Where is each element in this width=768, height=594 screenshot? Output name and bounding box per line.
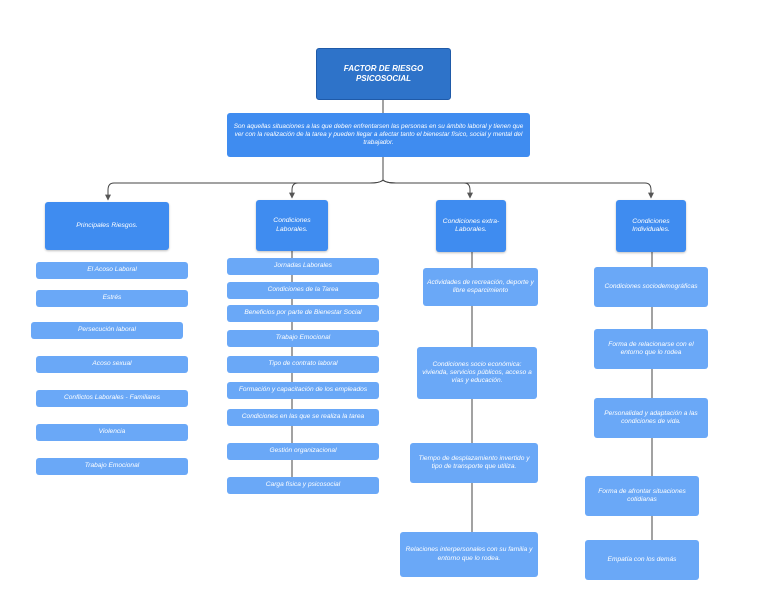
list-item: Persecución laboral	[31, 322, 183, 339]
list-item: Actividades de recreación, deporte y lib…	[423, 268, 538, 306]
heading-condiciones-laborales: Condiciones Laborales.	[256, 200, 328, 251]
list-item: Trabajo Emocional	[227, 330, 379, 347]
list-item: Forma de afrontar situaciones cotidianas	[585, 476, 699, 516]
list-item: Tiempo de desplazamiento invertido y tip…	[410, 443, 538, 483]
list-item: Acoso sexual	[36, 356, 188, 373]
description-box: Son aquellas situaciones a las que deben…	[227, 113, 530, 157]
list-item: Beneficios por parte de Bienestar Social	[227, 305, 379, 322]
list-item: Gestión organizacional	[227, 443, 379, 460]
list-item: Personalidad y adaptación a las condicio…	[594, 398, 708, 438]
heading-condiciones-extra-laborales: Condiciones extra-Laborales.	[436, 200, 506, 252]
list-item: El Acoso Laboral	[36, 262, 188, 279]
list-item: Conflictos Laborales - Familiares	[36, 390, 188, 407]
list-item: Trabajo Emocional	[36, 458, 188, 475]
main-title: FACTOR DE RIESGO PSICOSOCIAL	[316, 48, 451, 100]
list-item: Condiciones socio económica: vivienda, s…	[417, 347, 537, 399]
list-item: Condiciones sociodemográficas	[594, 267, 708, 307]
heading-condiciones-individuales: Condiciones Individuales.	[616, 200, 686, 252]
list-item: Forma de relacionarse con el entorno que…	[594, 329, 708, 369]
list-item: Empatía con los demás	[585, 540, 699, 580]
heading-principales-riesgos: Principales Riesgos.	[45, 202, 169, 250]
list-item: Carga física y psicosocial	[227, 477, 379, 494]
list-item: Condiciones de la Tarea	[227, 282, 379, 299]
list-item: Condiciones en las que se realiza la tar…	[227, 409, 379, 426]
list-item: Tipo de contrato laboral	[227, 356, 379, 373]
list-item: Formación y capacitación de los empleado…	[227, 382, 379, 399]
list-item: Relaciones interpersonales con su famili…	[400, 532, 538, 577]
list-item: Violencia	[36, 424, 188, 441]
list-item: Jornadas Laborales	[227, 258, 379, 275]
list-item: Estrés	[36, 290, 188, 307]
